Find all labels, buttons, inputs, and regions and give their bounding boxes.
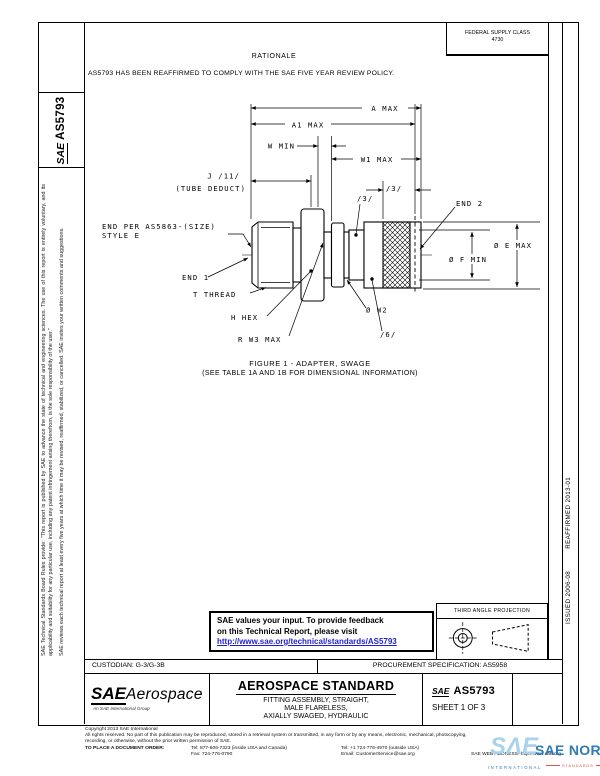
fsc-code: 4730 <box>491 36 504 43</box>
watermark-dash-left <box>546 765 560 766</box>
watermark-tagline: STANDARDS <box>562 763 594 768</box>
title-line-1: FITTING ASSEMBLY, STRAIGHT, <box>263 697 369 704</box>
label-dia-w2: Ø W2 <box>366 306 388 315</box>
flagnote-6: /6/ <box>380 330 396 339</box>
label-h-hex: H HEX <box>231 313 258 322</box>
watermark-subtitle: INTERNATIONAL <box>488 765 542 770</box>
label-dia-e-max: Ø E MAX <box>494 241 532 250</box>
fsc-label: FEDERAL SUPPLY CLASS <box>465 30 530 36</box>
web-address: SAE WEB ADDRESS: http://www.sae.org <box>471 751 561 757</box>
title-block: SAEAerospace An SAE International Group … <box>84 674 562 726</box>
tel-us: Tel: 877-606-7323 (inside USA and Canada… <box>191 745 287 751</box>
sae-norm-watermark: SΛE SAE NORM INTERNATIONAL STANDARDS <box>486 733 600 776</box>
third-angle-projection-icon <box>448 622 529 654</box>
feedback-line-2: on this Technical Report, please visit <box>217 626 358 636</box>
order-label: TO PLACE A DOCUMENT ORDER: <box>85 745 165 751</box>
logo-aerospace: Aerospace <box>125 686 203 703</box>
legal-disclaimer: SAE Technical Standards Board Rules prov… <box>41 184 83 656</box>
custodian-row: CUSTODIAN: G-3/G-3B PROCUREMENT SPECIFIC… <box>84 659 562 674</box>
document-number: AS5793 <box>453 685 496 697</box>
sheet-border-frame <box>38 22 579 726</box>
label-style-e: STYLE E <box>102 231 140 240</box>
right-margin-divider <box>562 22 564 724</box>
figure-caption: FIGURE 1 - ADAPTER, SWAGE <box>249 359 371 368</box>
label-end-per: END PER AS5863-(SIZE) <box>102 222 216 231</box>
issued-date: ISSUED 2006-08 <box>565 570 572 624</box>
label-end-1: END 1 <box>182 273 209 282</box>
feedback-box: SAE values your input. To provide feedba… <box>209 611 434 652</box>
disclaimer-paragraph-2: SAE reviews each technical report at lea… <box>58 227 65 656</box>
extension-lines <box>250 104 540 290</box>
flagnote-3-dim: /3/ <box>386 184 402 193</box>
rationale-heading: RATIONALE <box>251 53 297 60</box>
copyright-line: Copyright 2013 SAE International <box>85 727 158 732</box>
procurement-spec-cell: PROCUREMENT SPECIFICATION: AS5958 <box>372 662 508 669</box>
hex-section <box>300 208 325 302</box>
projection-label: THIRD ANGLE PROJECTION <box>437 604 547 619</box>
dim-label-a-max: A MAX <box>371 104 398 113</box>
copyright-footer: Copyright 2013 SAE International All rig… <box>85 727 561 758</box>
rights-line-1: All rights reserved. No part of this pub… <box>85 733 467 739</box>
doc-type-heading: AEROSPACE STANDARD <box>235 679 397 695</box>
label-dia-f-min: Ø F MIN <box>449 255 487 264</box>
dim-label-j-flag: J /11/ <box>207 172 240 181</box>
feedback-url-link[interactable]: http://www.sae.org/technical/standards/A… <box>217 637 397 646</box>
watermark-dash-right <box>595 765 600 766</box>
doc-code-box: SAE AS5793 <box>40 94 82 167</box>
federal-supply-class-box: FEDERAL SUPPLY CLASS 4730 <box>446 22 548 56</box>
logo-subtitle: An SAE International Group <box>93 706 150 711</box>
watermark-monogram: SΛE <box>490 733 539 760</box>
issue-history: ISSUED 2006-08 REAFFIRMED 2013-01 <box>565 458 579 624</box>
document-title-cell: AEROSPACE STANDARD FITTING ASSEMBLY, STR… <box>210 674 423 726</box>
leader-lines <box>207 203 456 337</box>
leader-dots <box>309 233 374 281</box>
knurl-band <box>382 221 411 289</box>
dim-label-tube-deduct: (TUBE DEDUCT) <box>175 184 246 193</box>
revision-cell <box>513 674 562 726</box>
fax: Fax: 724-776-0790 <box>191 751 233 757</box>
feedback-line-1: SAE values your input. To provide feedba… <box>217 616 384 625</box>
dim-label-a1-max: A1 MAX <box>292 121 325 130</box>
custodian-cell: CUSTODIAN: G-3/G-3B <box>84 660 318 673</box>
figure-drawing: A MAX A1 MAX W MIN W1 MAX J /11/ (TUBE D… <box>102 102 540 344</box>
logo-sae: SAE <box>91 684 126 705</box>
label-r-w3-max: R W3 MAX <box>238 335 281 344</box>
watermark-tagline-row: STANDARDS <box>546 763 600 768</box>
part-outline <box>251 208 422 302</box>
left-column-divider <box>84 22 86 724</box>
sheet-number: SHEET 1 OF 3 <box>432 703 486 712</box>
rationale-body: AS5793 HAS BEEN REAFFIRMED TO COMPLY WIT… <box>88 70 395 77</box>
right-inner-divider <box>548 22 550 659</box>
left-cell-divider-top <box>38 92 84 94</box>
left-cell-divider-bottom <box>38 167 84 169</box>
dim-label-w-min: W MIN <box>268 142 295 151</box>
rights-line-2: recording, or otherwise, without the pri… <box>85 739 231 745</box>
projection-box: THIRD ANGLE PROJECTION <box>436 603 548 660</box>
email: Email: CustomerService@sae.org <box>341 751 415 757</box>
figure-caption-note: (SEE TABLE 1A AND 1B FOR DIMENSIONAL INF… <box>202 370 418 377</box>
label-end-2: END 2 <box>456 199 483 208</box>
watermark-name: SAE NORM <box>535 742 600 758</box>
number-sae-logo: SAE <box>432 686 450 697</box>
doc-code: AS5793 <box>55 96 67 140</box>
tel-intl: Tel: +1 724-776-4970 (outside USA) <box>341 745 420 751</box>
disclaimer-paragraph-1: SAE Technical Standards Board Rules prov… <box>41 184 54 656</box>
dim-label-w1-max: W1 MAX <box>361 155 394 164</box>
label-t-thread: T THREAD <box>193 290 236 299</box>
title-line-2: MALE FLARELESS, <box>284 704 348 712</box>
title-line-3: AXIALLY SWAGED, HYDRAULIC <box>263 712 369 720</box>
reaffirmed-date: REAFFIRMED 2013-01 <box>565 476 572 549</box>
label-backgrounds <box>285 102 536 264</box>
sae-aerospace-logo: SAEAerospace An SAE International Group <box>84 674 210 726</box>
sae-logo: SAE <box>54 142 68 165</box>
flagnote-3-leader: /3/ <box>357 194 373 203</box>
